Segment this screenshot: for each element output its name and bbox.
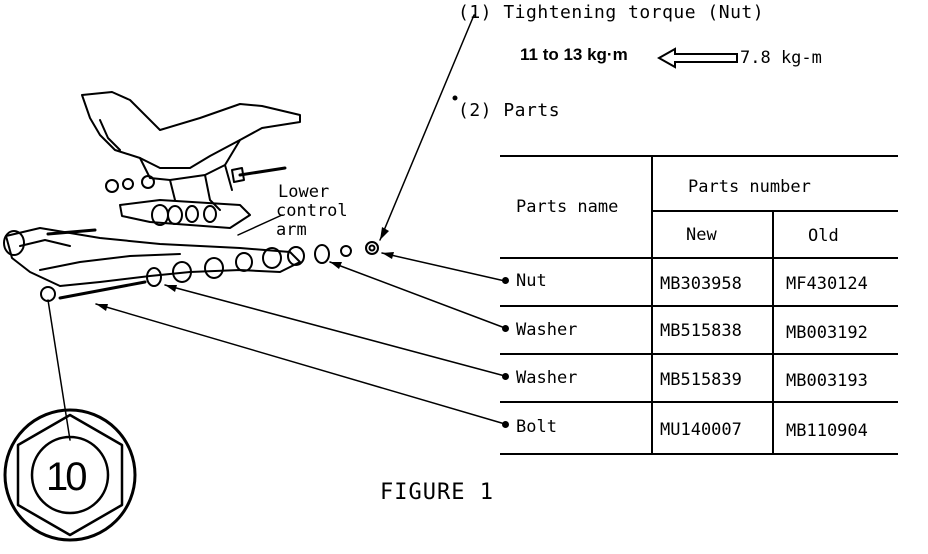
- parts-table: Parts name Parts number New Old Nut MB30…: [500, 155, 898, 460]
- table-row-name: Bolt: [516, 417, 557, 437]
- figure-caption: FIGURE 1: [380, 480, 494, 505]
- table-row-name: Washer: [516, 368, 578, 388]
- table-row-new: MB303958: [660, 274, 742, 294]
- table-row-old: MB003192: [786, 323, 868, 343]
- lower-control-arm-label-line1: Lower: [278, 182, 330, 202]
- lower-control-arm-label-line3: arm: [276, 220, 307, 240]
- table-row-old: MB003193: [786, 371, 868, 391]
- col-header-parts-name: Parts name: [516, 197, 619, 217]
- table-row-new: MB515838: [660, 321, 742, 341]
- table-row-new: MU140007: [660, 420, 742, 440]
- torque-heading: (1) Tightening torque (Nut): [458, 2, 765, 23]
- torque-value-new: 11 to 13 kg·m: [520, 45, 628, 64]
- table-row-new: MB515839: [660, 370, 742, 390]
- col-header-parts-number: Parts number: [688, 177, 811, 197]
- table-row-old: MB110904: [786, 421, 868, 441]
- torque-value-old: 7.8 kg-m: [740, 48, 822, 68]
- col-header-old: Old: [808, 226, 839, 246]
- table-row-old: MF430124: [786, 274, 868, 294]
- left-arrow-icon: [657, 47, 738, 69]
- wrench-size-label: 10: [46, 455, 87, 499]
- table-row-name: Nut: [516, 271, 547, 291]
- table-row-name: Washer: [516, 320, 578, 340]
- leader-dot: [502, 421, 509, 428]
- lower-control-arm-label-line2: control: [276, 201, 348, 221]
- leader-dot: [502, 277, 509, 284]
- leader-dot: [502, 325, 509, 332]
- parts-heading: (2) Parts: [458, 100, 561, 121]
- leader-dot: [502, 373, 509, 380]
- col-header-new: New: [686, 225, 717, 245]
